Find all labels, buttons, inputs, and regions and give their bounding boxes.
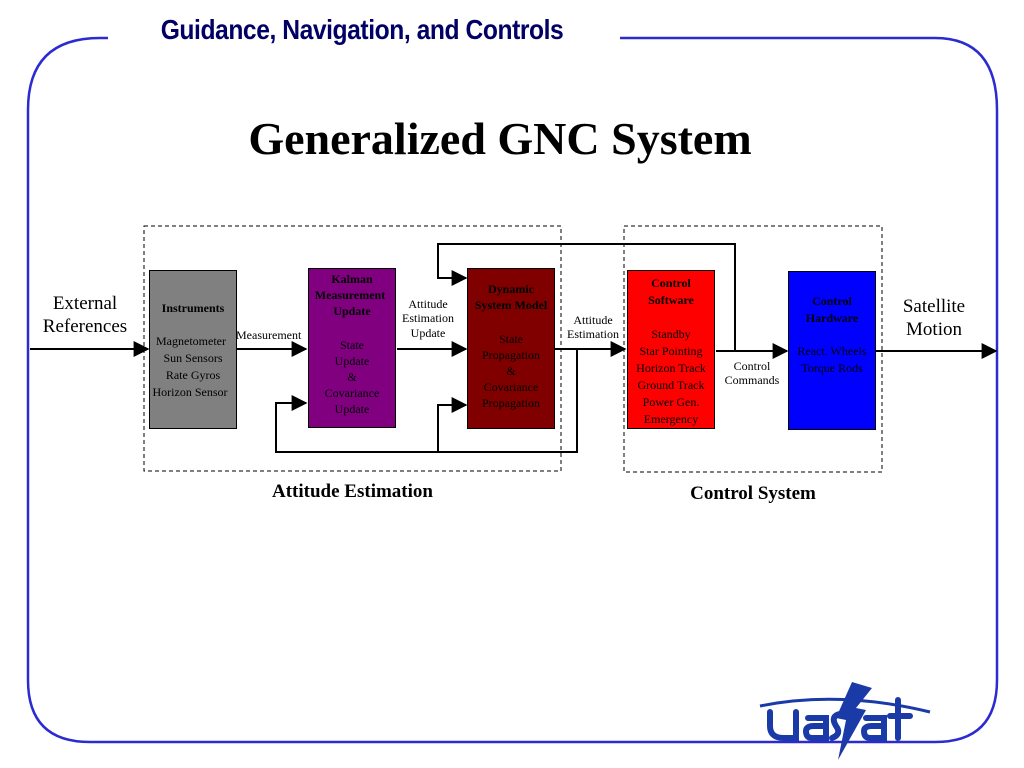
instruments-block: Instruments Magnetometer Sun Sensors Rat… [149, 270, 237, 429]
logo-swoosh [759, 697, 931, 714]
control-commands-label: Control Commands [724, 359, 780, 388]
bottom-feedback-loop [275, 349, 578, 453]
satellite-motion-label: Satellite Motion [902, 296, 966, 340]
slide-title: Generalized GNC System [248, 113, 752, 164]
dynamic-system-model-block: Dynamic System Model State Propagation &… [467, 268, 555, 429]
logo-letter-a2 [860, 715, 887, 741]
bottom-feedback-branch [437, 397, 468, 452]
logo-bolt [836, 682, 872, 760]
header-title: Guidance, Navigation, and Controls [160, 14, 564, 45]
logo-letter-a1 [802, 715, 829, 741]
slide-frame [26, 36, 999, 744]
control-system-group-label: Control System [690, 483, 816, 504]
measurement-label: Measurement [236, 328, 302, 342]
control-software-block: Control Software Standby Star Pointing H… [627, 270, 715, 429]
external-references-label: External References [42, 293, 128, 337]
uasat-logo [767, 697, 913, 741]
logo-letter-s [829, 711, 843, 741]
kalman-update-block: Kalman Measurement Update State Update &… [308, 268, 396, 428]
attitude-estimation-update-label: Attitude Estimation Update [402, 297, 454, 340]
attitude-estimation-flow-label: Attitude Estimation [567, 313, 619, 342]
logo-letter-u [767, 709, 799, 741]
attitude-estimation-group-label: Attitude Estimation [272, 481, 433, 502]
control-hardware-block: Control Hardware React. Wheels Torque Ro… [788, 271, 876, 430]
top-feedback-loop [437, 243, 736, 351]
